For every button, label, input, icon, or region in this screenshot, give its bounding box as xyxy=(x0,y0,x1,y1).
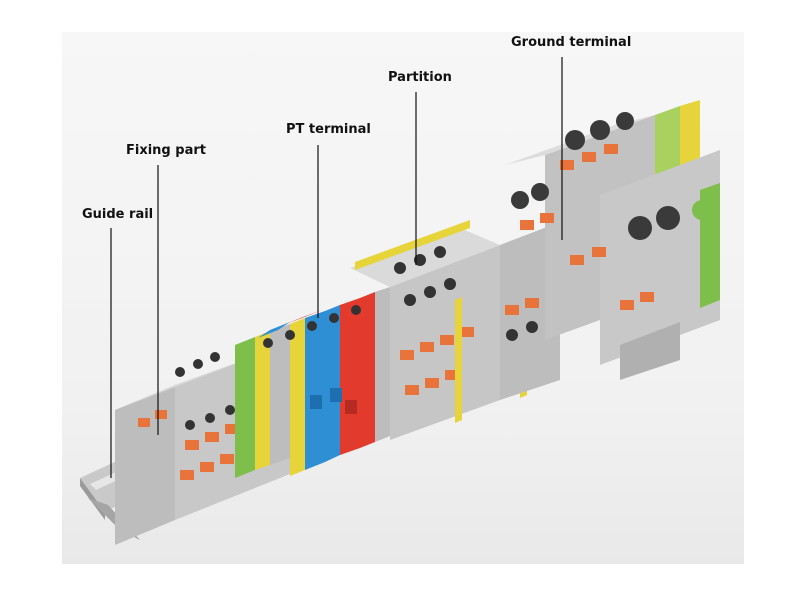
ground-terminal-label: Ground terminal xyxy=(511,35,632,50)
partition-label: Partition xyxy=(388,70,452,85)
fixing-part-label: Fixing part xyxy=(126,143,206,158)
pt-terminal-blocks xyxy=(235,287,390,478)
pt-terminal-label: PT terminal xyxy=(286,122,371,137)
guide-rail-label: Guide rail xyxy=(82,207,154,222)
callout-lines xyxy=(110,57,563,478)
ground-terminal-blocks xyxy=(505,100,720,380)
